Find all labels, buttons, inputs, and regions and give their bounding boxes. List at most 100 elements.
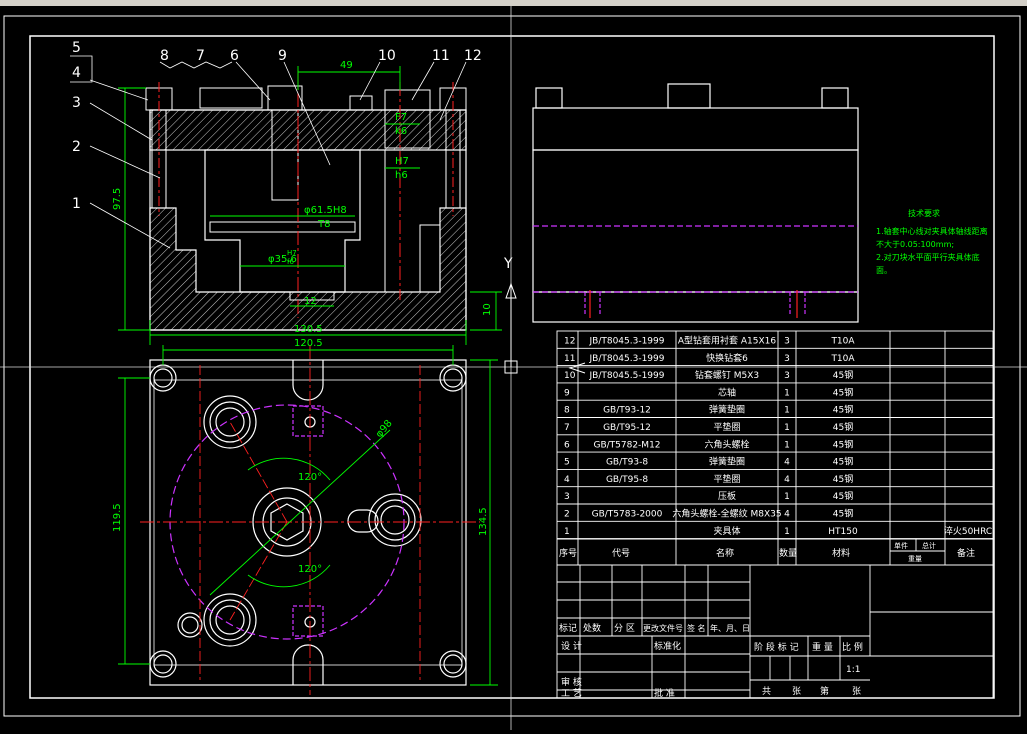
bolt-head-center	[267, 85, 303, 111]
bom-cell-mat: 45钢	[833, 508, 853, 520]
bom-cell-mat: 45钢	[833, 404, 853, 416]
bom-h-note: 备注	[957, 547, 975, 559]
bom-cell-name: 芯轴	[718, 386, 736, 398]
bom-cell-name: 压板	[718, 490, 736, 502]
tb-zone: 分 区	[614, 623, 635, 634]
tb-check: 审 核	[561, 676, 582, 688]
bom-cell-no: 7	[564, 423, 570, 433]
drill-bushing	[384, 89, 431, 149]
bom-header: 序号 代号 名称 数量 材料 单件 总计 重量 备注	[559, 541, 975, 563]
front-section-view	[145, 70, 467, 331]
bom-h-no: 序号	[559, 547, 577, 559]
dim-120-5: 120.5	[294, 338, 323, 349]
axis-y-label: Y	[503, 256, 513, 272]
tb-sheet-total: 共	[762, 686, 771, 697]
balloon-4: 4	[72, 65, 81, 81]
tech-line-4: 面。	[876, 266, 892, 275]
bom-cell-name: 六角头螺栓	[704, 438, 749, 450]
bom-h-single: 单件	[894, 541, 908, 550]
top-toolbar-strip	[0, 0, 1027, 6]
bom-cell-mat: HT150	[828, 527, 858, 537]
tb-weight: 重 量	[812, 641, 833, 653]
bom-cell-qty: 4	[784, 510, 790, 520]
fit-h7: H7	[395, 156, 409, 167]
bom-cell-code: JB/T8045.3-1999	[588, 337, 664, 347]
ucs-axis: Y	[503, 256, 586, 374]
bom-cell-code: GB/T95-12	[603, 423, 651, 433]
bom-cell-qty: 1	[784, 388, 790, 398]
tb-sheet-unit2: 张	[852, 686, 861, 697]
bom-h-mat: 材料	[832, 547, 850, 559]
dim-t8: T8	[317, 219, 330, 230]
dim-10: 10	[482, 303, 493, 316]
bom-cell-no: 8	[564, 406, 570, 416]
bolt-shank-center	[271, 110, 299, 201]
balloon-10: 10	[378, 48, 396, 64]
bom-cell-code: GB/T93-8	[606, 458, 648, 468]
bom-cell-name: 平垫圈	[713, 421, 740, 433]
dim-phi61: φ61.5H8	[304, 205, 347, 216]
bom-cell-code: JB/T8045.5-1999	[588, 371, 664, 381]
tech-line-1: 1.轴套中心线对夹具体轴线距离	[876, 226, 988, 236]
mandrel-stub	[289, 291, 335, 301]
bom-cell-code: GB/T5783-2000	[592, 510, 663, 520]
balloon-2: 2	[72, 139, 81, 155]
tech-title: 技术要求	[908, 208, 940, 218]
dim-phi35: φ35.6	[268, 254, 297, 265]
bom-cell-no: 9	[564, 388, 570, 398]
bom-cell-qty: 1	[784, 406, 790, 416]
bom-cell-qty: 4	[784, 458, 790, 468]
bom-h-code: 代号	[612, 548, 630, 559]
bom-cell-name: 平垫圈	[713, 473, 740, 485]
bushing-screw	[349, 95, 373, 111]
tech-line-2: 不大于0.05:100mm;	[876, 239, 954, 249]
angle-120-top: 120°	[298, 472, 322, 483]
tb-sheet-no: 第	[820, 685, 829, 697]
mandrel-flange	[209, 221, 356, 233]
bom-cell-name: 六角头螺栓-全螺纹 M8X35	[672, 508, 781, 520]
cad-drawing-area[interactable]: 49 97.5 130.5 12 10 φ61.5H8 T8 φ35.6 H7 …	[0, 6, 1027, 730]
bom-cell-note: 淬火50HRC	[944, 525, 992, 537]
bom-cell-qty: 3	[784, 371, 790, 381]
bom-cell-mat: T10A	[830, 337, 855, 347]
right-cavity	[384, 150, 440, 293]
tb-sign: 签 名	[687, 623, 706, 633]
mandrel-outline	[204, 149, 361, 293]
bom-cell-mat: T10A	[830, 354, 855, 364]
bom-cell-qty: 3	[784, 337, 790, 347]
tb-scale-value: 1:1	[846, 665, 860, 675]
bom-cell-qty: 4	[784, 475, 790, 485]
bom-cell-code: GB/T5782-M12	[593, 440, 660, 450]
title-block	[556, 564, 994, 699]
plan-view-dimensions	[118, 345, 498, 686]
bom-cell-mat: 45钢	[833, 386, 853, 398]
bom-cell-qty: 1	[784, 423, 790, 433]
tb-count: 处数	[583, 622, 601, 634]
tb-sheet-unit: 张	[792, 686, 801, 697]
balloon-9: 9	[278, 48, 287, 64]
bom-cell-qty: 1	[784, 527, 790, 537]
tb-date: 年、月、日	[710, 623, 750, 633]
balloon-3: 3	[72, 95, 81, 111]
part-leaders	[70, 55, 467, 249]
bom-cell-name: A型钻套用衬套 A15X16	[678, 335, 777, 347]
bom-cell-name: 快换钻套6	[706, 352, 748, 364]
balloon-12: 12	[464, 48, 482, 64]
tb-approve: 批 准	[654, 687, 675, 699]
tb-change-doc: 更改文件号	[643, 623, 683, 633]
washer-stack	[199, 87, 263, 109]
bom-cell-mat: 45钢	[833, 473, 853, 485]
balloon-7: 7	[196, 48, 205, 64]
front-view-dim-text: 49 97.5 130.5 12 10 φ61.5H8 T8 φ35.6 H7 …	[112, 60, 493, 335]
title-block-text: 标记 处数 分 区 更改文件号 签 名 年、月、日 设 计 标准化 审 核 工 …	[559, 622, 863, 699]
balloon-5: 5	[72, 40, 81, 56]
bom-cell-name: 弹簧垫圈	[709, 404, 745, 416]
part-balloons: 1 2 3 4 5 6 7 8 9 10 11 12	[72, 40, 482, 212]
bom-cell-mat: 45钢	[833, 490, 853, 502]
balloon-8: 8	[160, 48, 169, 64]
bom-cell-no: 6	[564, 440, 570, 450]
bom-cell-no: 12	[564, 337, 575, 347]
bom-cell-mat: 45钢	[833, 369, 853, 381]
bom-h-name: 名称	[716, 547, 734, 559]
